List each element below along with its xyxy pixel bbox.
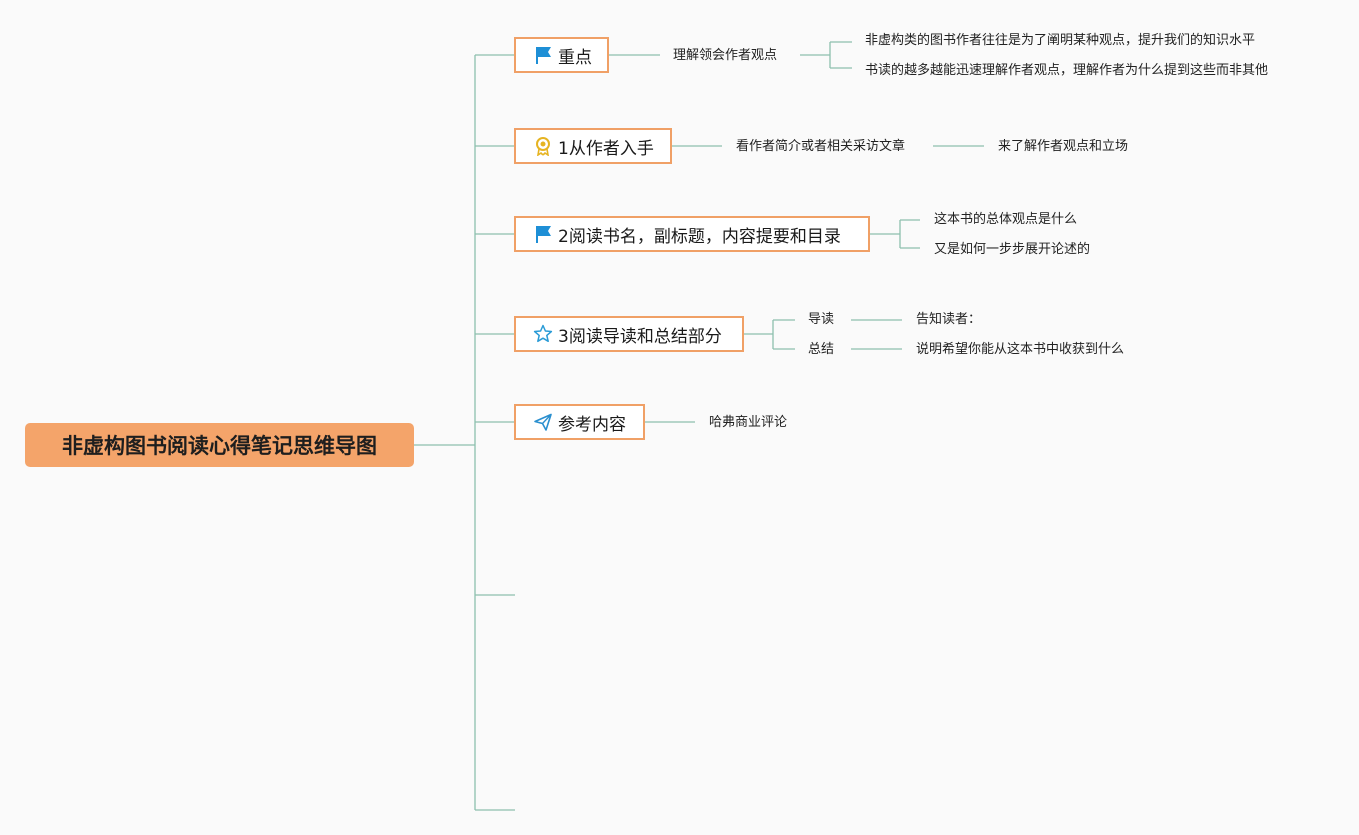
subtopic-author-bio[interactable]: 看作者简介或者相关采访文章 <box>736 139 906 154</box>
flag-icon <box>532 223 554 245</box>
award-icon <box>532 135 554 157</box>
star-icon <box>532 323 554 345</box>
topic-label: 1从作者入手 <box>558 138 654 159</box>
topic-label: 2阅读书名，副标题，内容提要和目录 <box>558 226 841 247</box>
topic-label: 3阅读导读和总结部分 <box>558 326 722 347</box>
topic-read-intro-summary[interactable]: 3阅读导读和总结部分 <box>514 316 744 352</box>
flag-icon <box>532 44 554 66</box>
subtopic-overall-view[interactable]: 这本书的总体观点是什么 <box>934 212 1078 227</box>
detail-gain-from-book[interactable]: 说明希望你能从这本书中收获到什么 <box>916 342 1125 357</box>
topic-start-with-author[interactable]: 1从作者入手 <box>514 128 672 164</box>
topic-key-points[interactable]: 重点 <box>514 37 609 73</box>
central-topic[interactable]: 非虚构图书阅读心得笔记思维导图 <box>25 423 414 467</box>
topic-label: 重点 <box>558 47 592 68</box>
subtopic-hbr[interactable]: 哈弗商业评论 <box>709 415 788 430</box>
topic-references[interactable]: 参考内容 <box>514 404 645 440</box>
topic-label: 参考内容 <box>558 414 626 435</box>
subtopic-intro[interactable]: 导读 <box>808 312 835 327</box>
send-icon <box>532 411 554 433</box>
detail-tell-reader[interactable]: 告知读者： <box>916 312 982 327</box>
detail-author-stance[interactable]: 来了解作者观点和立场 <box>998 139 1129 154</box>
subtopic-argument-flow[interactable]: 又是如何一步步展开论述的 <box>934 242 1091 257</box>
subtopic-understand-views[interactable]: 理解领会作者观点 <box>673 48 778 63</box>
detail-read-more[interactable]: 书读的越多越能迅速理解作者观点，理解作者为什么提到这些而非其他 <box>865 63 1269 78</box>
topic-read-title-toc[interactable]: 2阅读书名，副标题，内容提要和目录 <box>514 216 870 252</box>
subtopic-summary[interactable]: 总结 <box>808 342 835 357</box>
detail-nonfiction-purpose[interactable]: 非虚构类的图书作者往往是为了阐明某种观点，提升我们的知识水平 <box>865 33 1256 48</box>
